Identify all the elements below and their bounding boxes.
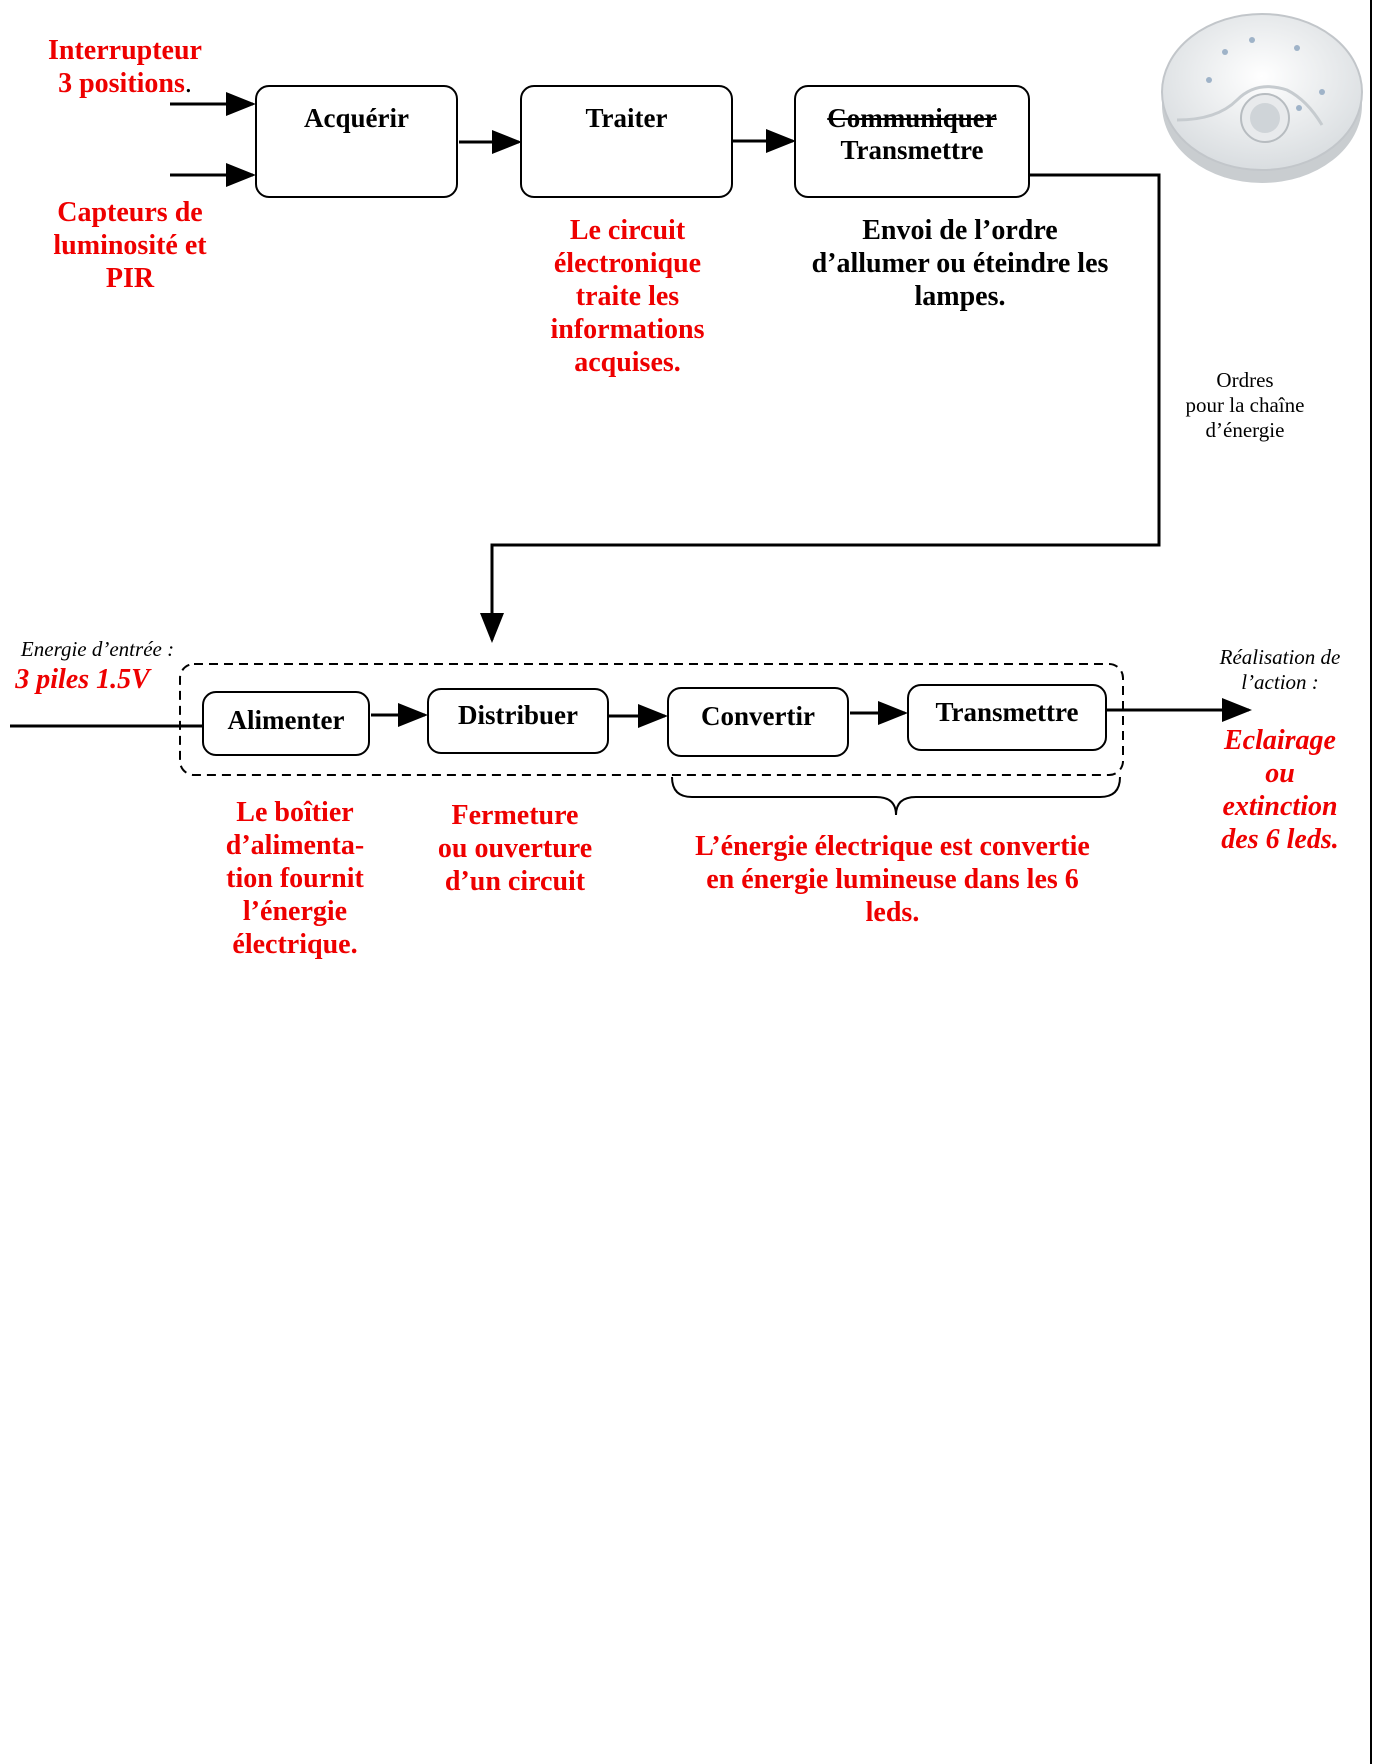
traiter-description: Le circuit électronique traite les infor…: [550, 215, 705, 379]
block-transmettre-energy-label: Transmettre: [935, 697, 1079, 727]
orders-label: Ordres pour la chaîne d’énergie: [1185, 368, 1305, 443]
block-traiter-label: Traiter: [585, 103, 668, 133]
motion-sensor-light-image: [1161, 13, 1363, 183]
struck-label-communiquer: Communiquer: [827, 103, 997, 133]
sensors-label: Capteurs de luminosité et PIR: [53, 197, 207, 295]
block-distribuer: Distribuer: [427, 688, 609, 754]
energy-input-caption: Energie d’entrée :: [20, 637, 175, 661]
block-acquerir: Acquérir: [255, 85, 458, 198]
convert-description: L’énergie électrique est convertie en én…: [695, 831, 1090, 929]
block-convertir-label: Convertir: [701, 701, 815, 731]
block-alimenter: Alimenter: [202, 691, 370, 756]
page-right-border: [1370, 0, 1372, 1764]
block-alimenter-label: Alimenter: [227, 705, 345, 735]
block-traiter: Traiter: [520, 85, 733, 198]
block-acquerir-label: Acquérir: [304, 103, 409, 133]
switch-label: Interrupteur 3 positions.: [48, 35, 202, 100]
block-distribuer-label: Distribuer: [458, 700, 578, 730]
energy-chain-dashed-frame: [179, 663, 1124, 776]
block-transmettre-command: Communiquer Transmettre: [794, 85, 1030, 198]
block-transmettre-energy: Transmettre: [907, 684, 1107, 751]
transmettre-description: Envoi de l’ordre d’allumer ou éteindre l…: [811, 215, 1109, 313]
output-result: Eclairage ou extinction des 6 leds.: [1221, 725, 1339, 856]
output-caption: Réalisation de l’action :: [1219, 645, 1341, 695]
brace: [671, 776, 1121, 816]
alimenter-description: Le boîtier d’alimenta- tion fournit l’én…: [225, 797, 365, 961]
block-transmettre-label: Transmettre: [840, 134, 984, 165]
distribuer-description: Fermeture ou ouverture d’un circuit: [437, 800, 593, 898]
orders-path: [480, 173, 1161, 643]
energy-input-value: 3 piles 1.5V: [15, 664, 150, 695]
block-convertir: Convertir: [667, 687, 849, 757]
